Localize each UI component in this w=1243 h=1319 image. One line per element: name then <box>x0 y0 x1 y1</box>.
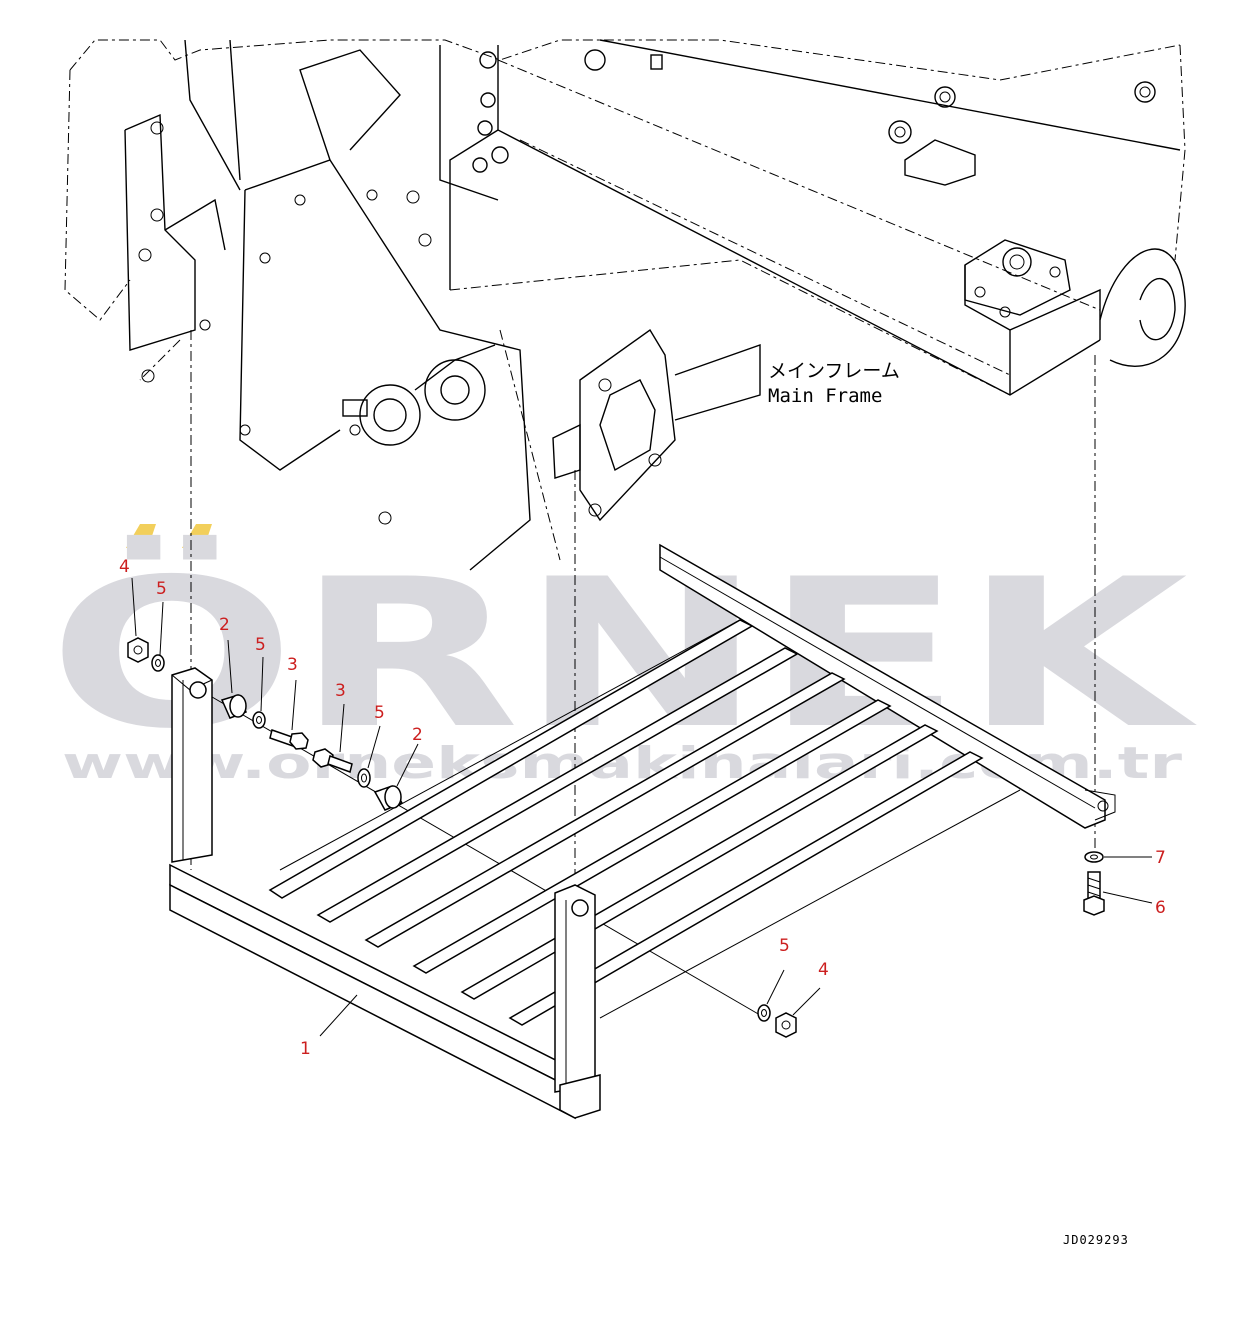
fasteners <box>127 637 1105 1038</box>
callout-3-lower: 3 <box>335 681 346 701</box>
callout-2-left: 2 <box>219 615 230 635</box>
callout-2-right: 2 <box>412 725 423 745</box>
callout-numbers: 4 5 2 5 3 3 5 2 7 6 5 4 1 <box>119 557 1166 1059</box>
callout-1: 1 <box>300 1039 311 1059</box>
step-frame <box>169 543 1116 1120</box>
main-frame-label-en: Main Frame <box>768 385 882 407</box>
callout-5-bottom: 5 <box>779 936 790 956</box>
drawing-reference-code: JD029293 <box>1063 1233 1129 1247</box>
watermark-accent-left <box>126 524 156 548</box>
callout-leaders <box>131 577 1153 1037</box>
callout-6: 6 <box>1155 898 1166 918</box>
main-frame-label-jp: メインフレーム <box>768 360 900 382</box>
callout-3-upper: 3 <box>287 655 298 675</box>
main-frame-structure <box>64 39 1186 571</box>
nut-icon <box>127 637 149 663</box>
callout-5-left: 5 <box>156 579 167 599</box>
watermark: ÖRNEK www.orneksmakinalari.com.tr <box>48 524 1198 789</box>
callout-5-mid: 5 <box>255 635 266 655</box>
callout-7: 7 <box>1155 848 1166 868</box>
watermark-accent-right <box>182 524 212 548</box>
callout-5-right: 5 <box>374 703 385 723</box>
callout-4-bottom: 4 <box>818 960 829 980</box>
watermark-brand: ÖRNEK <box>48 535 1198 774</box>
callout-4-left: 4 <box>119 557 130 577</box>
